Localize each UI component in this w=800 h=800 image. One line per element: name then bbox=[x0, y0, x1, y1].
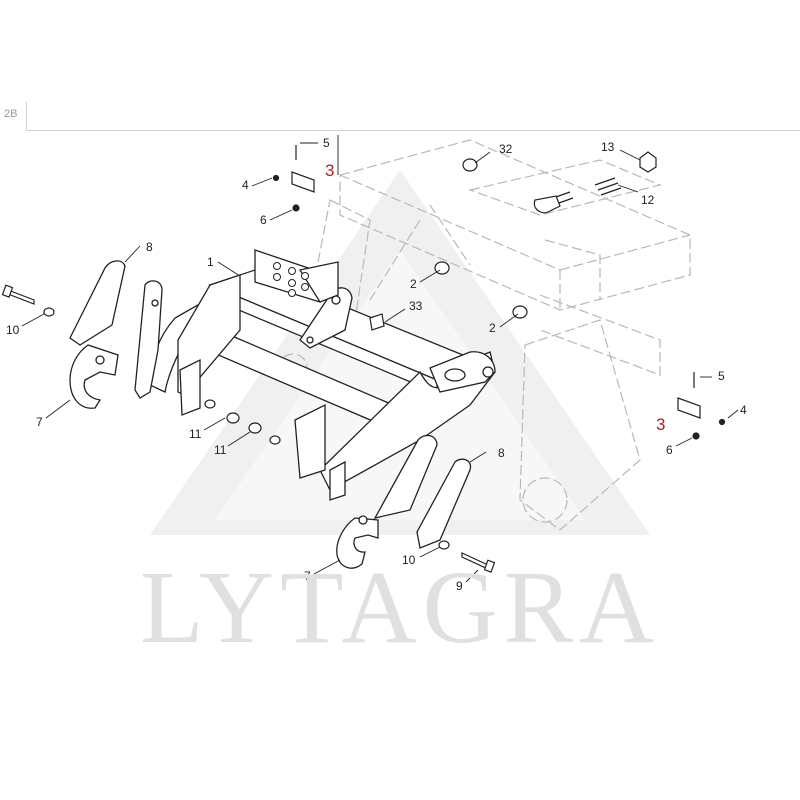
callout-1: 1 bbox=[207, 255, 214, 269]
callout-3-left: 3 bbox=[325, 161, 334, 180]
watermark-text: LYTAGRA bbox=[139, 550, 661, 665]
callout-4-left: 4 bbox=[242, 178, 249, 192]
callout-4-right: 4 bbox=[740, 403, 747, 417]
leader-lines bbox=[21, 135, 739, 583]
callout-10-left: 10 bbox=[6, 323, 20, 337]
callout-10-right: 10 bbox=[402, 553, 416, 567]
hitch-frame-part-1 bbox=[149, 249, 496, 501]
hook-bracket-left bbox=[69, 260, 163, 409]
callout-7-left: 7 bbox=[36, 415, 43, 429]
callout-2-lower: 2 bbox=[489, 321, 496, 335]
callout-13: 13 bbox=[601, 140, 615, 154]
callout-6-right: 6 bbox=[666, 443, 673, 457]
callout-8-left: 8 bbox=[146, 240, 153, 254]
page-tab-label: 2B bbox=[4, 108, 18, 120]
callout-labels: 1 2 2 3 3 4 4 5 5 6 6 7 7 8 8 9 10 10 11… bbox=[6, 136, 747, 593]
callout-2-upper: 2 bbox=[410, 277, 417, 291]
callout-32: 32 bbox=[499, 142, 513, 156]
callout-5-right: 5 bbox=[718, 369, 725, 383]
hook-bracket-right bbox=[336, 434, 472, 569]
callout-3-right: 3 bbox=[656, 415, 665, 434]
callout-11-upper: 11 bbox=[189, 427, 202, 441]
header-frame bbox=[26, 102, 800, 131]
callout-33: 33 bbox=[409, 299, 423, 313]
callout-5-left: 5 bbox=[323, 136, 330, 150]
callout-9: 9 bbox=[456, 579, 463, 593]
callout-8-right: 8 bbox=[498, 446, 505, 460]
callout-7-right: 7 bbox=[304, 569, 311, 583]
callout-12: 12 bbox=[641, 193, 655, 207]
callout-11-lower: 11 bbox=[214, 443, 227, 457]
callout-6-left: 6 bbox=[260, 213, 267, 227]
